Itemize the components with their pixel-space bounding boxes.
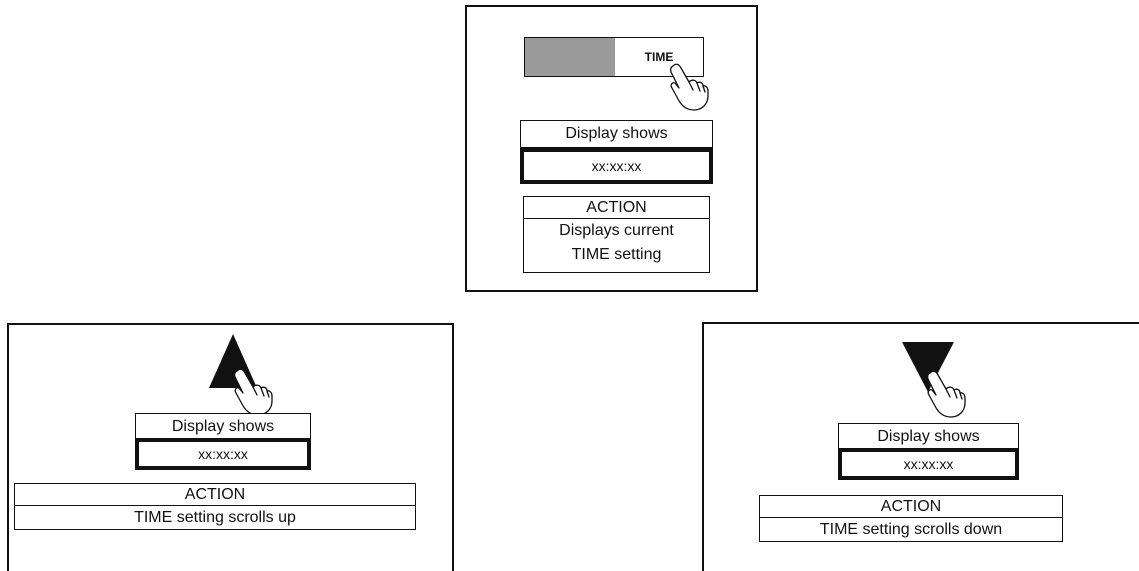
action-heading: ACTION [15, 484, 415, 506]
display-value: xx:xx:xx [520, 148, 713, 184]
display-value: xx:xx:xx [135, 438, 311, 470]
action-heading: ACTION [760, 496, 1062, 518]
action-box: ACTION TIME setting scrolls down [759, 495, 1063, 542]
pointing-hand-icon [926, 370, 966, 418]
action-box: ACTION Displays current TIME setting [523, 196, 710, 273]
display-label: Display shows [135, 413, 311, 440]
time-button[interactable]: TIME [524, 37, 704, 77]
display-value: xx:xx:xx [838, 448, 1019, 480]
right-panel: Display shows xx:xx:xx ACTION TIME setti… [702, 322, 1139, 571]
action-text: TIME setting scrolls down [819, 521, 1003, 538]
action-line-2: TIME setting [571, 246, 662, 263]
action-heading: ACTION [524, 197, 709, 219]
action-text: TIME setting scrolls up [134, 509, 296, 526]
top-panel: TIME Display shows xx:xx:xx ACTION Displ… [465, 5, 758, 292]
left-panel: Display shows xx:xx:xx ACTION TIME setti… [7, 323, 454, 571]
pointing-hand-icon [233, 368, 273, 416]
action-box: ACTION TIME setting scrolls up [14, 483, 416, 530]
time-button-gray-segment [525, 38, 615, 76]
time-button-label: TIME [644, 50, 674, 64]
triangle-down-icon[interactable] [900, 340, 956, 394]
display-label: Display shows [838, 423, 1019, 450]
pointing-hand-icon [669, 63, 709, 111]
display-label: Display shows [520, 120, 713, 148]
action-line-1: Displays current [559, 222, 674, 239]
